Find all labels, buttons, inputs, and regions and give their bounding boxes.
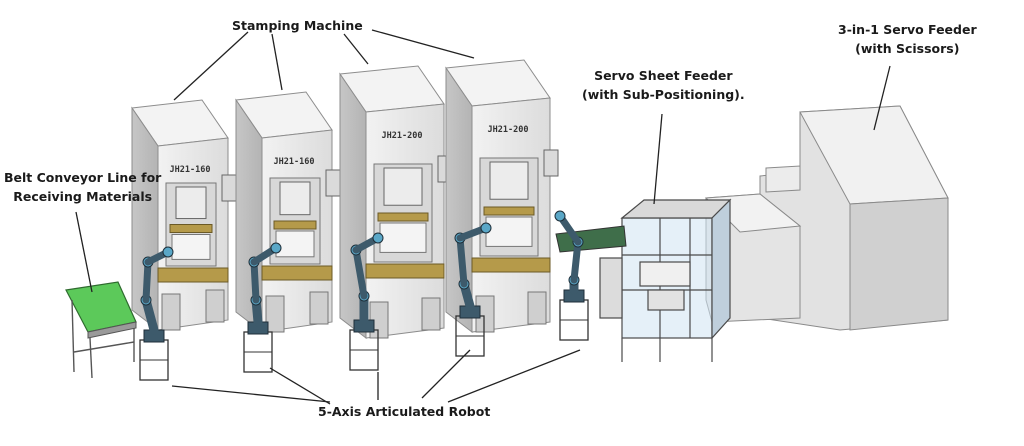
articulated-robot	[349, 232, 384, 371]
articulated-robot	[243, 242, 282, 373]
belt-conveyor	[65, 281, 137, 379]
machine-nameplate: JH21-160	[170, 165, 211, 175]
conveyor-label-line1: Belt Conveyor Line for	[4, 170, 162, 185]
articulated-robot	[139, 246, 174, 381]
conveyor-label: Belt Conveyor Line for Receiving Materia…	[4, 168, 161, 206]
articulated-robot	[454, 222, 492, 357]
conveyor-label-line2: Receiving Materials	[13, 189, 153, 204]
machine-nameplate: JH21-200	[488, 125, 529, 135]
leader-lines	[75, 29, 891, 405]
stamping-machine: JH21-200	[339, 65, 453, 340]
servo-feeder-label-line2: (with Scissors)	[855, 41, 960, 56]
stamping-machine: JH21-160	[235, 91, 341, 334]
stamping-machine: JH21-200	[445, 59, 559, 334]
machine-nameplate: JH21-200	[382, 131, 423, 141]
sheet-feeder-label-line2: (with Sub-Positioning).	[582, 87, 745, 102]
servo-feeder-label: 3-in-1 Servo Feeder (with Scissors)	[838, 20, 977, 58]
servo-feeder-label-line1: 3-in-1 Servo Feeder	[838, 22, 977, 37]
machine-nameplate: JH21-160	[274, 157, 315, 167]
sheet-feeder-frame	[599, 198, 732, 362]
servo-feeder-block	[704, 105, 949, 331]
sheet-feeder-label-line1: Servo Sheet Feeder	[594, 68, 733, 83]
sheet-feeder-label: Servo Sheet Feeder (with Sub-Positioning…	[582, 66, 745, 104]
articulated-robot	[554, 210, 589, 341]
stamping-machine-label: Stamping Machine	[232, 18, 363, 33]
stamping-machine: JH21-160	[131, 99, 237, 332]
robot-label: 5-Axis Articulated Robot	[318, 404, 491, 419]
